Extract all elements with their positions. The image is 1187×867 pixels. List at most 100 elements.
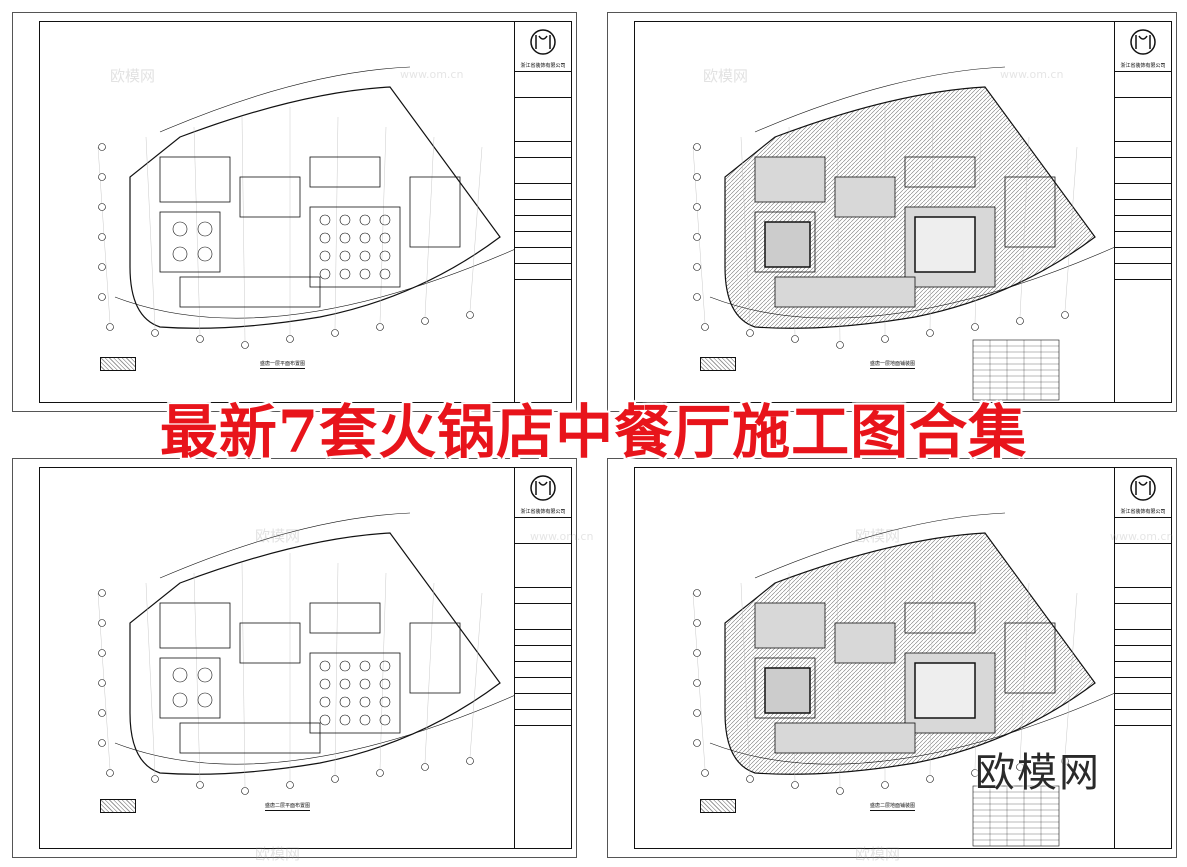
- watermark-url: www.om.cn: [1110, 530, 1174, 543]
- dining-table: [359, 214, 371, 226]
- grid-line: [334, 562, 339, 776]
- dining-table: [359, 696, 371, 708]
- dining-table: [359, 268, 371, 280]
- grid-line: [424, 582, 435, 764]
- grid-bubble: [971, 769, 979, 777]
- sheet-frame: 盛唐二层地面铺装图 浙江省装饰有限公司: [634, 467, 1172, 849]
- grid-bubble: [693, 589, 701, 597]
- dining-table: [339, 214, 351, 226]
- dining-table: [319, 214, 331, 226]
- dining-table: [379, 268, 391, 280]
- grid-bubble: [376, 769, 384, 777]
- grid-bubble: [466, 311, 474, 319]
- room: [179, 722, 321, 754]
- tb-row: [1115, 587, 1171, 603]
- grid-line: [193, 572, 201, 782]
- dining-table: [339, 250, 351, 262]
- company-name: 浙江省装饰有限公司: [1120, 509, 1166, 515]
- tb-row: [515, 517, 571, 543]
- grid-bubble: [98, 143, 106, 151]
- dining-table: [319, 268, 331, 280]
- company-name: 浙江省装饰有限公司: [520, 63, 566, 69]
- dining-table: [319, 714, 331, 726]
- legend-swatch: [700, 799, 736, 813]
- dining-table: [339, 678, 351, 690]
- room: [904, 156, 976, 188]
- dining-table: [339, 714, 351, 726]
- grid-bubble: [376, 323, 384, 331]
- dining-table: [379, 214, 391, 226]
- tb-row: [1115, 97, 1171, 141]
- grid-bubble: [693, 203, 701, 211]
- dining-table: [172, 246, 188, 262]
- dining-table: [197, 221, 213, 237]
- legend-swatch: [100, 799, 136, 813]
- grid-line: [145, 136, 156, 330]
- company-logo: [1115, 468, 1171, 508]
- tb-row: [1115, 279, 1171, 295]
- dining-table: [319, 660, 331, 672]
- grid-bubble: [1061, 757, 1069, 765]
- grid-bubble: [693, 709, 701, 717]
- floor-tile-zone: [914, 216, 976, 273]
- room: [179, 276, 321, 308]
- grid-line: [1064, 592, 1078, 758]
- tb-row: [515, 587, 571, 603]
- floor-plan: [692, 66, 1116, 401]
- company-name: 浙江省装饰有限公司: [520, 509, 566, 515]
- grid-line: [334, 116, 339, 330]
- grid-bubble: [1016, 763, 1024, 771]
- dining-table: [359, 678, 371, 690]
- room: [774, 276, 916, 308]
- sheet-frame: 盛唐二层平面布置图 浙江省装饰有限公司: [39, 467, 572, 849]
- drawing-sheet-1: 盛唐一层平面布置图 浙江省装饰有限公司: [12, 12, 577, 412]
- tb-row: [1115, 693, 1171, 709]
- tb-row: [1115, 709, 1171, 725]
- grid-bubble: [98, 589, 106, 597]
- grid-line: [1019, 582, 1030, 764]
- room: [1004, 622, 1056, 694]
- grid-bubble: [98, 739, 106, 747]
- dining-table: [197, 246, 213, 262]
- grid-bubble: [196, 781, 204, 789]
- grid-bubble: [241, 787, 249, 795]
- grid-bubble: [106, 323, 114, 331]
- title-block: 浙江省装饰有限公司: [1114, 468, 1171, 848]
- grid-bubble: [693, 293, 701, 301]
- room: [409, 622, 461, 694]
- grid-bubble: [693, 679, 701, 687]
- room: [754, 602, 826, 649]
- tb-row: [1115, 157, 1171, 183]
- grid-line: [424, 136, 435, 318]
- company-name: 浙江省装饰有限公司: [1120, 63, 1166, 69]
- tb-row: [515, 247, 571, 263]
- tb-row: [515, 215, 571, 231]
- grid-bubble: [693, 649, 701, 657]
- tb-row: [1115, 215, 1171, 231]
- grid-bubble: [98, 619, 106, 627]
- grid-line: [241, 116, 246, 342]
- dining-table: [319, 696, 331, 708]
- grid-bubble: [421, 317, 429, 325]
- grid-bubble: [98, 293, 106, 301]
- grid-bubble: [151, 775, 159, 783]
- tb-row: [515, 543, 571, 587]
- grid-bubble: [286, 335, 294, 343]
- grid-bubble: [151, 329, 159, 337]
- tb-row: [1115, 199, 1171, 215]
- dining-table: [339, 696, 351, 708]
- room: [834, 622, 896, 664]
- room: [1004, 176, 1056, 248]
- company-logo: [1115, 22, 1171, 62]
- grid-bubble: [926, 329, 934, 337]
- tb-row: [1115, 661, 1171, 677]
- grid-bubble: [466, 757, 474, 765]
- grid-bubble: [746, 775, 754, 783]
- title-block: 浙江省装饰有限公司: [514, 22, 571, 402]
- tb-row: [515, 645, 571, 661]
- sheet-frame: 盛唐一层平面布置图 浙江省装饰有限公司: [39, 21, 572, 403]
- dining-table: [359, 714, 371, 726]
- grid-bubble: [881, 781, 889, 789]
- grid-arc: [754, 512, 1006, 579]
- dining-table: [379, 232, 391, 244]
